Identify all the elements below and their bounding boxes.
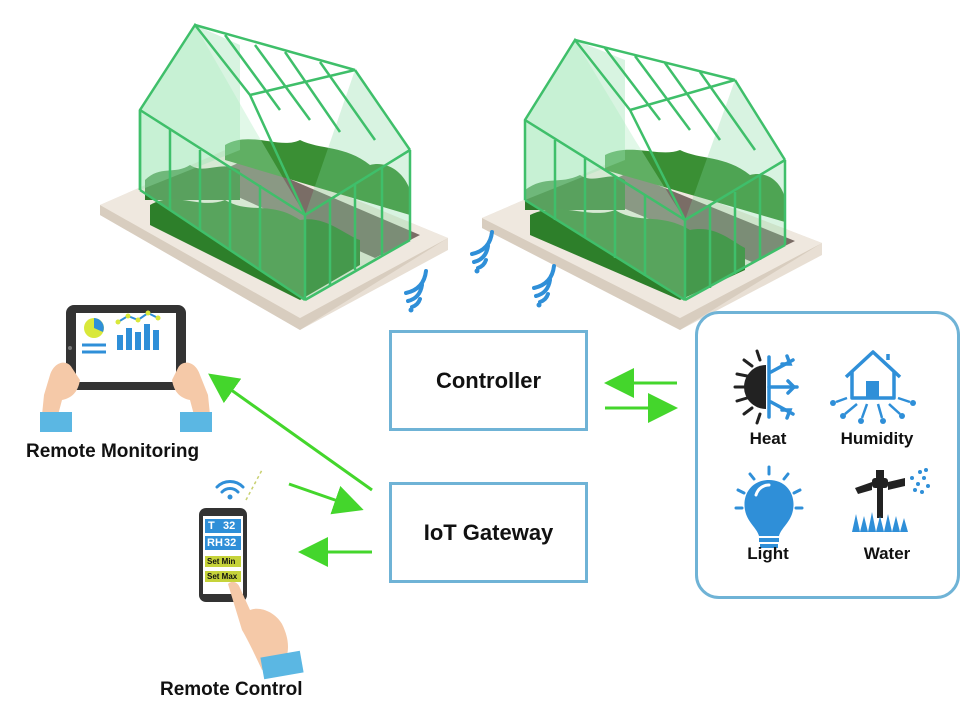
phone-set-min-button[interactable]: Set Min — [207, 557, 236, 566]
phone-row2-label: RH — [207, 537, 223, 549]
phone-set-max-button[interactable]: Set Max — [207, 572, 238, 581]
heat-label: Heat — [749, 429, 787, 448]
controller-label: Controller — [435, 367, 542, 393]
phone-row2-value: 32 — [224, 537, 237, 549]
sensor-panel — [695, 311, 960, 599]
water-label: Water — [863, 544, 911, 563]
remote-monitoring-label: Remote Monitoring — [26, 441, 200, 462]
iot-gateway-box: IoT Gateway — [389, 482, 588, 583]
phone-row1-label: T — [208, 520, 215, 532]
phone-row1-value: 32 — [223, 520, 236, 532]
arrow-control-to-gateway — [288, 482, 364, 515]
arrow-gateway-to-monitoring — [208, 373, 373, 492]
remote-control-label: Remote Control — [160, 679, 303, 700]
humidity-label: Humidity — [840, 429, 914, 448]
controller-box: Controller — [389, 330, 588, 431]
light-label: Light — [747, 544, 789, 563]
iot-gateway-label: IoT Gateway — [423, 519, 554, 545]
